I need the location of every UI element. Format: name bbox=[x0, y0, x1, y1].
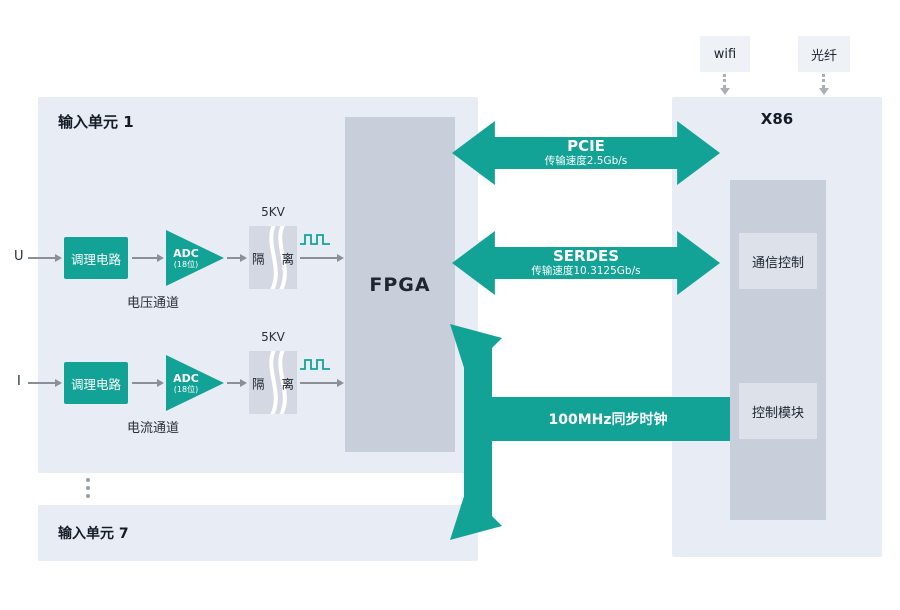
arrow-u-in bbox=[28, 254, 62, 262]
isolation-char-left-2: 隔 bbox=[252, 376, 265, 391]
isolation-block-2: 隔 离 bbox=[249, 351, 297, 414]
arrow-cond-adc-2 bbox=[132, 379, 164, 387]
input-unit-7-panel bbox=[38, 505, 478, 561]
arrow-iso-fpga-1 bbox=[300, 254, 344, 262]
square-wave-icon-2 bbox=[300, 356, 336, 376]
square-wave-icon-1 bbox=[300, 231, 336, 251]
optical-fiber-box: 光纤 bbox=[798, 36, 850, 72]
fpga-label: FPGA bbox=[369, 273, 431, 296]
arrow-i-in bbox=[28, 379, 62, 387]
fpga-block: FPGA bbox=[345, 117, 455, 452]
isolation-curves-icon bbox=[269, 226, 287, 289]
isolation-char-left-1: 隔 bbox=[252, 251, 265, 266]
current-channel-label: 电流通道 bbox=[127, 421, 180, 436]
isolation-char-right-2: 离 bbox=[281, 376, 294, 391]
more-units-ellipsis bbox=[86, 478, 90, 498]
comm-control-module: 通信控制 bbox=[739, 233, 817, 289]
isolation-rating-1: 5KV bbox=[261, 205, 285, 219]
clock-bus-shape bbox=[450, 324, 730, 540]
input-u-label: U bbox=[14, 249, 24, 264]
input-i-label: I bbox=[17, 374, 21, 389]
pcie-bus-arrow: PCIE 传输速度2.5Gb/s bbox=[452, 121, 720, 185]
x86-inner-block bbox=[730, 180, 826, 520]
adc-bits-1: (18位) bbox=[173, 259, 199, 269]
adc-label-2: ADC bbox=[173, 371, 199, 385]
conditioning-circuit-1: 调理电路 bbox=[64, 237, 128, 279]
arrow-cond-adc-1 bbox=[132, 254, 164, 262]
serdes-bus-arrow: SERDES 传输速度10.3125Gb/s bbox=[452, 231, 720, 295]
arrow-adc-iso-1 bbox=[227, 254, 247, 262]
isolation-block-1: 隔 离 bbox=[249, 226, 297, 289]
arrow-adc-iso-2 bbox=[227, 379, 247, 387]
wifi-box: wifi bbox=[700, 36, 750, 72]
arrow-iso-fpga-2 bbox=[300, 379, 344, 387]
isolation-curves-icon bbox=[269, 351, 287, 414]
serdes-label: SERDES bbox=[552, 246, 620, 265]
adc-bits-2: (18位) bbox=[173, 384, 199, 394]
pcie-label: PCIE bbox=[567, 136, 605, 155]
input-unit-1-title: 输入单元 1 bbox=[58, 113, 134, 131]
adc-label-1: ADC bbox=[173, 246, 199, 260]
pcie-speed: 传输速度2.5Gb/s bbox=[544, 155, 628, 168]
input-unit-7-title: 输入单元 7 bbox=[58, 526, 129, 542]
conditioning-circuit-2: 调理电路 bbox=[64, 362, 128, 404]
control-module: 控制模块 bbox=[739, 383, 817, 439]
x86-title: X86 bbox=[760, 110, 794, 128]
isolation-rating-2: 5KV bbox=[261, 330, 285, 344]
isolation-char-right-1: 离 bbox=[281, 251, 294, 266]
voltage-channel-label: 电压通道 bbox=[127, 296, 180, 311]
fiber-dotted-arrow bbox=[819, 74, 829, 95]
clock-bus-label: 100MHz同步时钟 bbox=[548, 412, 668, 428]
serdes-speed: 传输速度10.3125Gb/s bbox=[531, 265, 641, 278]
wifi-dotted-arrow bbox=[720, 74, 730, 95]
